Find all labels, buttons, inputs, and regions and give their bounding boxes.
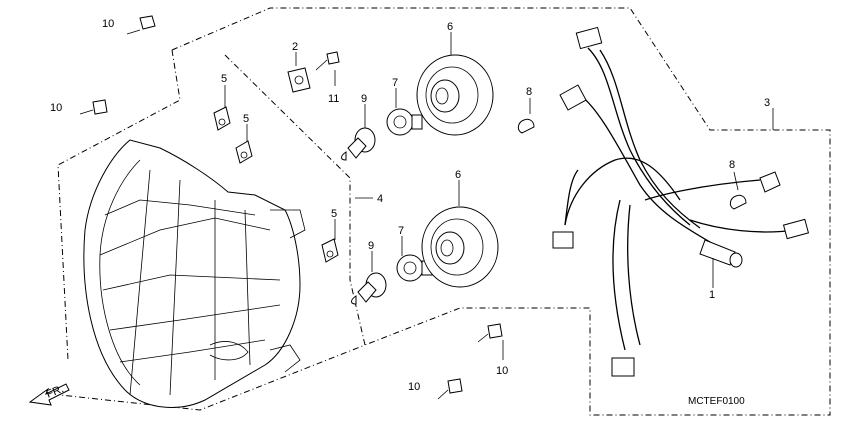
bolt-10-center [477, 323, 503, 343]
callout-7-lower: 7 [398, 225, 404, 237]
wire-harness [552, 26, 810, 377]
dust-cover-6-upper [416, 54, 494, 136]
bolt-10-top [126, 15, 156, 35]
callout-6-lower: 6 [455, 169, 461, 181]
callout-10-left: 10 [50, 102, 62, 114]
callout-2: 2 [292, 41, 298, 53]
callout-5-middle: 5 [243, 113, 249, 125]
callout-5-lower: 5 [331, 208, 337, 220]
bulb-8-lower [729, 171, 747, 210]
assembly-boundary-inner [59, 54, 366, 411]
headlight-housing [83, 139, 306, 408]
callout-9-upper: 9 [361, 93, 367, 105]
bulb-8-upper [517, 98, 535, 134]
front-direction-arrow [28, 383, 70, 406]
bolt-10-left [79, 99, 108, 115]
callout-3: 3 [764, 97, 770, 109]
clip-5-upper [213, 106, 231, 131]
callout-6-upper: 6 [447, 21, 453, 33]
callout-8-lower: 8 [729, 159, 735, 171]
callout-10-top: 10 [102, 18, 114, 30]
callout-11: 11 [328, 93, 339, 105]
callout-1: 1 [709, 289, 715, 301]
assembly-boundary-outer [57, 7, 831, 416]
clip-5-middle [235, 140, 253, 164]
callout-10-bottom: 10 [408, 381, 420, 393]
bulb-9-lower [351, 272, 387, 305]
socket-7-upper [386, 108, 423, 136]
clamp-2 [287, 67, 311, 93]
callout-8-upper: 8 [526, 86, 532, 98]
dust-cover-6-lower [421, 206, 499, 288]
bolt-10-bottom [437, 378, 463, 400]
clip-5-lower [321, 238, 339, 263]
callout-10-center: 10 [496, 365, 508, 377]
bulb-9-upper [341, 127, 376, 161]
callout-9-lower: 9 [368, 240, 374, 252]
callout-4: 4 [377, 193, 383, 205]
callout-5-upper: 5 [221, 73, 227, 85]
bolt-11 [315, 51, 340, 71]
diagram-code: MCTEF0100 [688, 396, 745, 407]
callout-7-upper: 7 [392, 77, 398, 89]
